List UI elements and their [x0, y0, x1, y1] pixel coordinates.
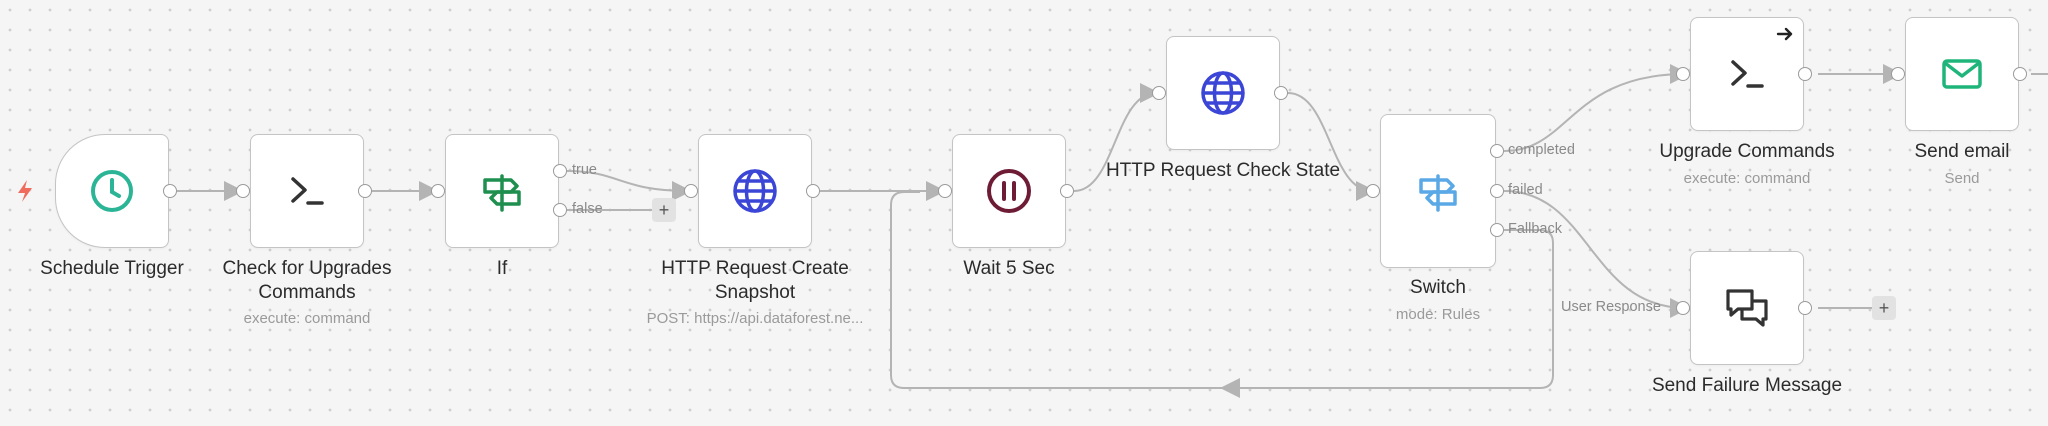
node-wait[interactable]	[952, 134, 1066, 248]
node-label: Schedule Trigger	[40, 258, 184, 279]
input-port[interactable]	[1676, 67, 1690, 81]
branch-label-fallback: Fallback	[1508, 221, 1562, 237]
node-label: Switch	[1410, 277, 1466, 298]
wire-wait-httpcheck	[1073, 83, 1160, 192]
output-port-completed[interactable]	[1490, 144, 1504, 158]
wire-httpcheck-switch	[1287, 92, 1376, 201]
branch-label-completed: completed	[1508, 142, 1575, 158]
node-send-failure-message[interactable]	[1690, 251, 1804, 365]
branch-label-true: true	[572, 162, 597, 178]
node-label: Send Failure Message	[1651, 375, 1843, 396]
node-if[interactable]	[445, 134, 559, 248]
node-label: HTTP Request Create Snapshot	[661, 258, 849, 303]
add-node-button[interactable]: +	[652, 198, 676, 222]
trigger-bolt-icon	[14, 178, 36, 209]
node-label: Upgrade Commands	[1659, 141, 1835, 162]
wire-if-true-http	[566, 170, 692, 201]
output-port-true[interactable]	[553, 164, 567, 178]
node-switch[interactable]	[1380, 114, 1496, 268]
node-label: HTTP Request Check State	[1105, 160, 1341, 181]
node-upgrade-commands[interactable]	[1690, 17, 1804, 131]
input-port[interactable]	[1366, 184, 1380, 198]
output-port[interactable]	[1274, 86, 1288, 100]
terminal-icon	[283, 167, 331, 215]
terminal-icon	[1723, 50, 1771, 98]
node-subtitle: execute: command	[1683, 170, 1811, 187]
node-http-check-state[interactable]	[1166, 36, 1280, 150]
output-port[interactable]	[1798, 301, 1812, 315]
wire-failed-failure	[1503, 190, 1690, 318]
output-port[interactable]	[358, 184, 372, 198]
output-port-false[interactable]	[553, 203, 567, 217]
globe-icon	[730, 166, 780, 216]
output-port[interactable]	[163, 184, 177, 198]
node-check-upgrades[interactable]	[250, 134, 364, 248]
node-http-create-snapshot[interactable]	[698, 134, 812, 248]
signpost-icon	[477, 166, 527, 216]
output-port[interactable]	[806, 184, 820, 198]
input-port[interactable]	[431, 184, 445, 198]
input-port[interactable]	[684, 184, 698, 198]
node-label: Send email	[1914, 141, 2010, 162]
node-subtitle: execute: command	[243, 310, 371, 327]
node-send-email[interactable]	[1905, 17, 2019, 131]
clock-icon	[88, 167, 136, 215]
arrow-right-icon	[1775, 24, 1795, 44]
node-subtitle: Send	[1944, 170, 1980, 187]
node-label: If	[496, 258, 508, 279]
input-port[interactable]	[938, 184, 952, 198]
signpost-icon	[1413, 166, 1463, 216]
node-schedule-trigger[interactable]	[55, 134, 169, 248]
globe-icon	[1198, 68, 1248, 118]
input-port[interactable]	[1152, 86, 1166, 100]
output-port[interactable]	[1060, 184, 1074, 198]
add-node-button[interactable]: +	[1872, 296, 1896, 320]
output-port-failed[interactable]	[1490, 184, 1504, 198]
branch-label-false: false	[572, 201, 603, 217]
input-port[interactable]	[236, 184, 250, 198]
mail-icon	[1938, 50, 1986, 98]
node-label: Wait 5 Sec	[963, 258, 1055, 279]
node-subtitle: mode: Rules	[1395, 306, 1481, 323]
chat-icon	[1722, 283, 1772, 333]
wire-completed-upgrade	[1503, 64, 1690, 152]
output-port[interactable]	[2013, 67, 2027, 81]
node-label: Check for Upgrades Commands	[222, 258, 392, 303]
output-port-fallback[interactable]	[1490, 223, 1504, 237]
input-port[interactable]	[1891, 67, 1905, 81]
branch-label-failed: failed	[1508, 182, 1543, 198]
input-label-user-response: User Response	[1561, 299, 1661, 315]
pause-icon	[984, 166, 1034, 216]
node-subtitle: POST: https://api.dataforest.ne...	[646, 310, 864, 327]
input-port[interactable]	[1676, 301, 1690, 315]
output-port[interactable]	[1798, 67, 1812, 81]
